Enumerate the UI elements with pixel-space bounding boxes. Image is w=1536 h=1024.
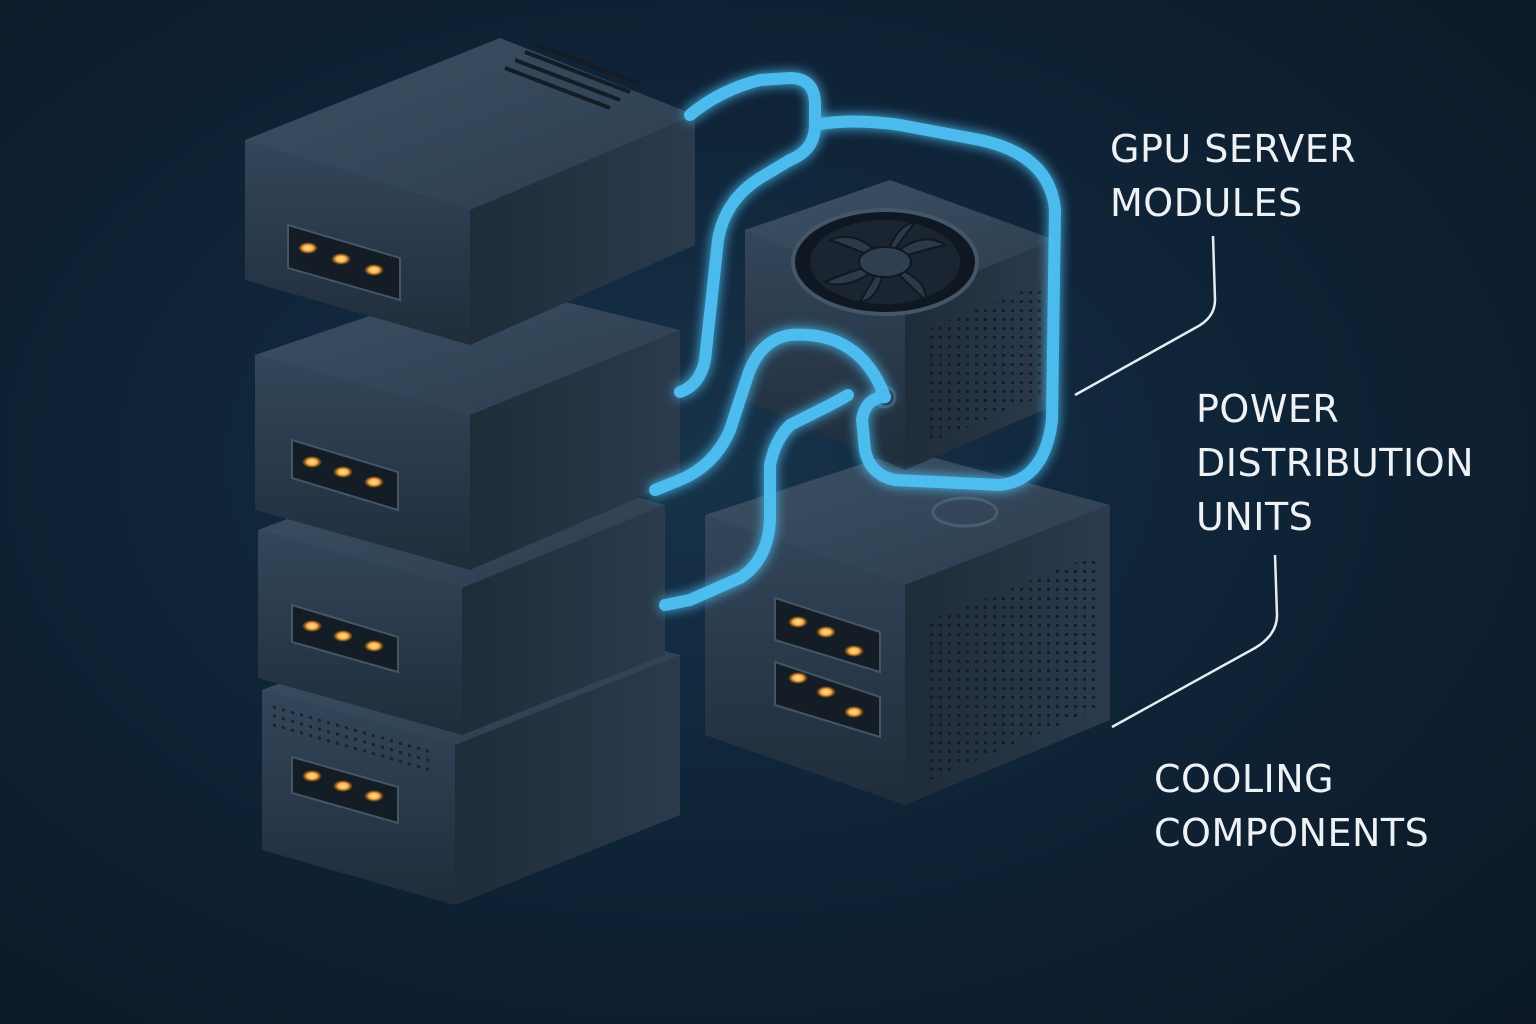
label-gpu-line-2: MODULES (1110, 181, 1303, 225)
led-indicator-icon (291, 438, 399, 512)
label-power-line-2: DISTRIBUTION (1196, 441, 1475, 485)
power-distribution-unit (705, 450, 1110, 805)
led-indicator-icon (291, 603, 399, 674)
label-cooling-components: COOLING COMPONENTS (1154, 752, 1429, 860)
label-power-line-1: POWER (1196, 387, 1340, 431)
label-cooling-line-1: COOLING (1154, 757, 1335, 801)
leader-line-power (1111, 554, 1279, 729)
led-indicator-icon (291, 755, 399, 825)
gpu-server-module-1 (245, 38, 695, 345)
label-cooling-line-2: COMPONENTS (1154, 811, 1430, 855)
led-indicator-icon (287, 223, 401, 302)
leader-lines (1074, 235, 1279, 729)
coolant-tubes (649, 71, 1062, 611)
label-power-line-3: UNITS (1196, 495, 1314, 539)
led-indicator-icon (774, 660, 881, 739)
label-gpu-line-1: GPU SERVER (1110, 127, 1357, 171)
leader-line-gpu (1074, 235, 1217, 397)
label-gpu-server-modules: GPU SERVER MODULES (1110, 122, 1356, 230)
fan-icon (791, 208, 979, 316)
led-indicator-icon (774, 596, 881, 674)
label-power-distribution-units: POWER DISTRIBUTION UNITS (1196, 382, 1474, 544)
vent-slots (504, 42, 641, 110)
gpu-server-module-2 (255, 280, 680, 570)
